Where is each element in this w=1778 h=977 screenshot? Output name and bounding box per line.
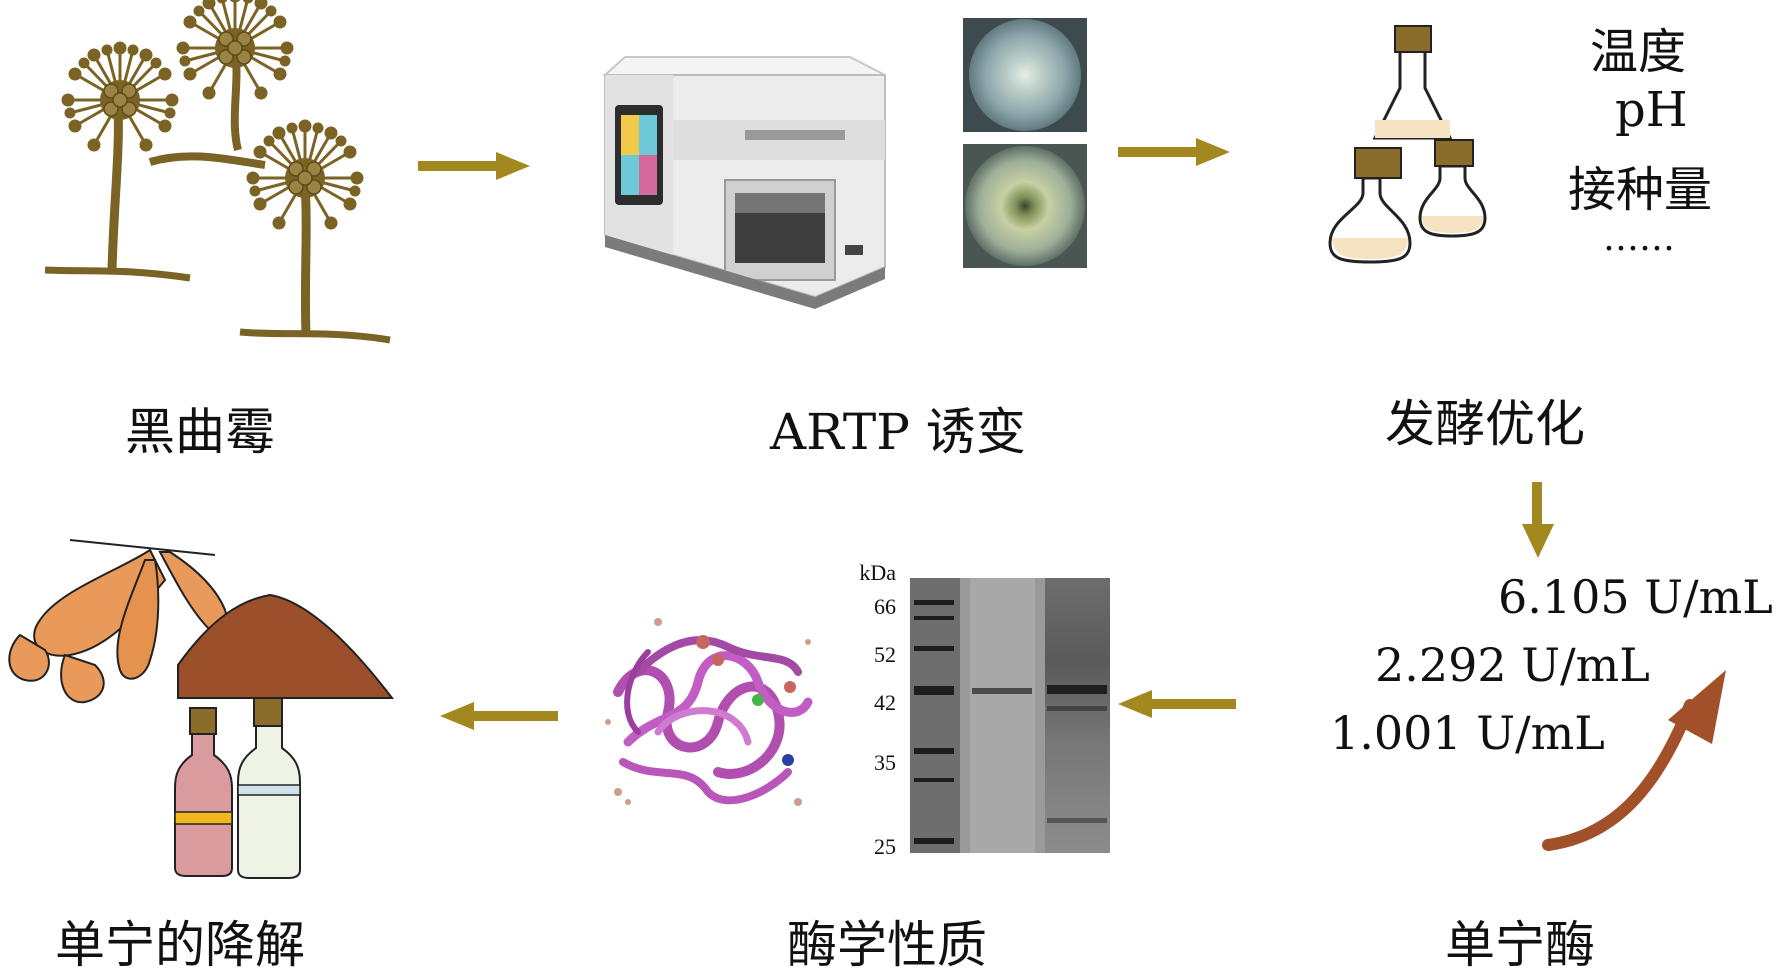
right-arrow-icon xyxy=(418,152,530,180)
step-tannase-label: 单宁酶 xyxy=(1445,916,1595,974)
gel-marker-52: 52 xyxy=(874,642,896,667)
right-arrow-icon xyxy=(1118,138,1230,166)
aspergillus-illustration xyxy=(44,0,391,344)
artp-instrument xyxy=(602,56,886,309)
step-enzyme-properties-label: 酶学性质 xyxy=(787,916,987,974)
increase-curved-arrow-icon xyxy=(1542,670,1726,851)
activity-wildtype: 1.001 U/mL xyxy=(1330,706,1605,760)
sds-page-gel xyxy=(910,578,1110,853)
factor-inoculum: 接种量 xyxy=(1568,162,1713,218)
step-aspergillus-label: 黑曲霉 xyxy=(125,403,275,461)
left-arrow-icon xyxy=(1118,690,1236,718)
protein-structure xyxy=(605,618,813,806)
step-artp-label: ARTP 诱变 xyxy=(770,403,1026,461)
step-tannin-degradation-label: 单宁的降解 xyxy=(55,916,305,974)
gel-marker-42: 42 xyxy=(874,690,896,715)
petri-dish-photos xyxy=(963,18,1087,268)
gel-marker-66: 66 xyxy=(874,594,896,619)
gel-marker-25: 25 xyxy=(874,834,896,859)
factor-ph: pH xyxy=(1615,82,1688,138)
gel-marker-35: 35 xyxy=(874,750,896,775)
down-arrow-icon xyxy=(1522,482,1554,558)
activity-mutant: 2.292 U/mL xyxy=(1375,638,1650,692)
erlenmeyer-flasks xyxy=(1328,25,1487,264)
left-arrow-icon xyxy=(440,702,558,730)
factor-temperature: 温度 xyxy=(1590,24,1687,80)
activity-mutant-optimized: 6.105 U/mL xyxy=(1498,570,1773,624)
step-fermentation-label: 发酵优化 xyxy=(1385,395,1585,453)
peel-powder-bottles xyxy=(8,539,395,879)
gel-unit-label: kDa xyxy=(859,560,896,585)
factor-ellipsis: …… xyxy=(1603,218,1675,259)
